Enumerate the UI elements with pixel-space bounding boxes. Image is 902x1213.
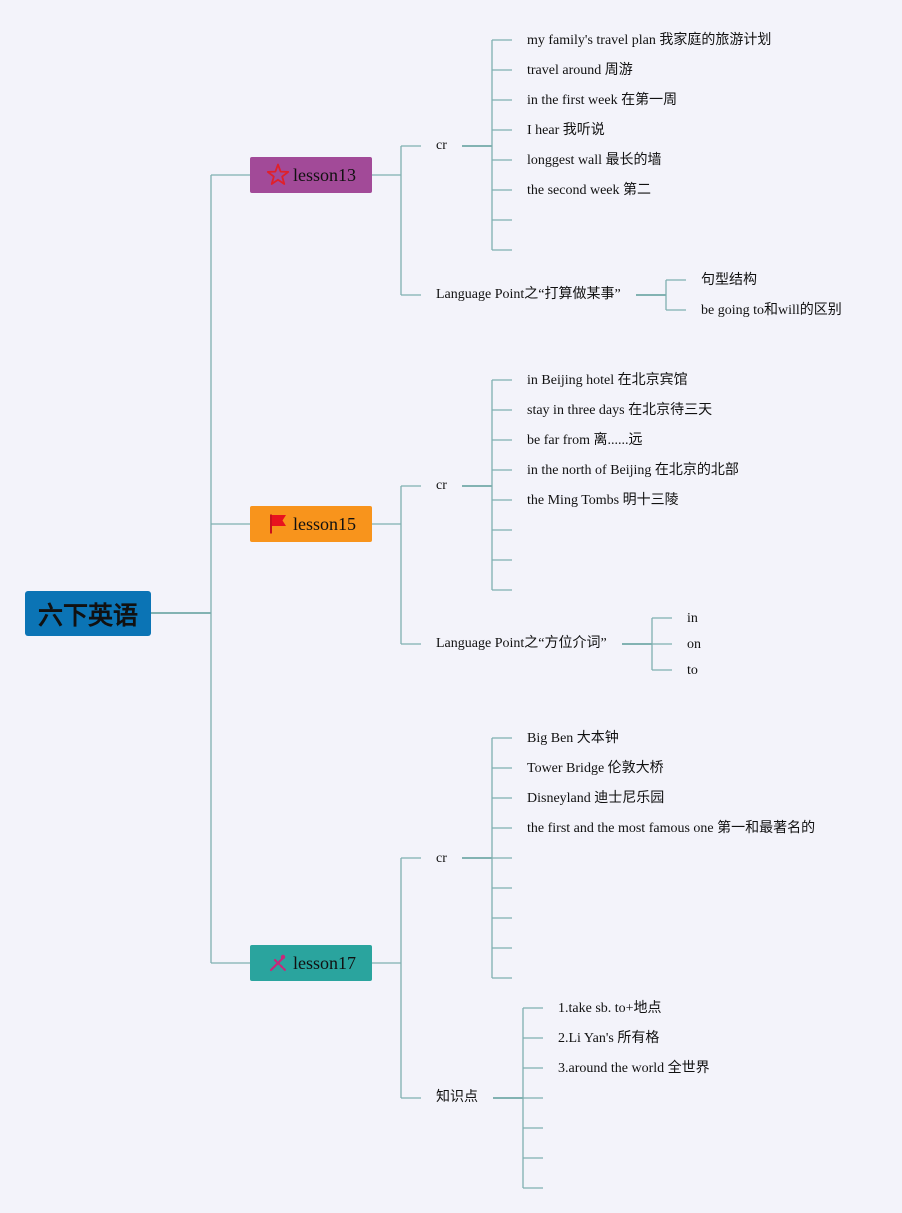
branch-label: lesson17: [293, 952, 356, 973]
subtopic-language-point-lesson15[interactable]: Language Point之“方位介词”: [436, 636, 607, 651]
leaf-item[interactable]: in the north of Beijing 在北京的北部: [527, 463, 739, 478]
leaf-item[interactable]: to: [687, 663, 698, 678]
branch-lesson13[interactable]: lesson13: [250, 157, 372, 193]
tools-icon: [266, 951, 290, 975]
leaf-item[interactable]: I hear 我听说: [527, 123, 605, 138]
leaf-item[interactable]: stay in three days 在北京待三天: [527, 403, 713, 418]
branch-label: lesson13: [293, 164, 356, 185]
leaf-item[interactable]: in the first week 在第一周: [527, 93, 678, 108]
subtopic-cr-lesson17[interactable]: cr: [436, 851, 447, 866]
leaf-item[interactable]: Disneyland 迪士尼乐园: [527, 791, 665, 806]
leaf-item[interactable]: Big Ben 大本钟: [527, 731, 619, 746]
subtopic-language-point-lesson13[interactable]: Language Point之“打算做某事”: [436, 287, 621, 302]
leaf-item[interactable]: on: [687, 637, 701, 652]
leaf-item[interactable]: the Ming Tombs 明十三陵: [527, 493, 679, 508]
leaf-item[interactable]: longgest wall 最长的墙: [527, 153, 662, 168]
branch-label: lesson15: [293, 513, 356, 534]
leaf-item[interactable]: 1.take sb. to+地点: [558, 1001, 662, 1016]
leaf-item[interactable]: the second week 第二: [527, 183, 652, 198]
root-topic[interactable]: 六下英语: [25, 591, 151, 636]
leaf-item[interactable]: 句型结构: [701, 273, 757, 288]
leaf-item[interactable]: Tower Bridge 伦敦大桥: [527, 761, 664, 776]
subtopic-knowledge-points-lesson17[interactable]: 知识点: [436, 1090, 478, 1105]
leaf-item[interactable]: be far from 离......远: [527, 433, 643, 448]
root-topic-label: 六下英语: [37, 600, 138, 630]
leaf-item[interactable]: 3.around the world 全世界: [558, 1061, 710, 1076]
leaf-item[interactable]: in Beijing hotel 在北京宾馆: [527, 373, 688, 388]
branch-lesson15[interactable]: lesson15: [250, 506, 372, 542]
leaf-item[interactable]: in: [687, 611, 698, 626]
leaf-item[interactable]: my family's travel plan 我家庭的旅游计划: [527, 33, 772, 48]
leaf-item[interactable]: 2.Li Yan's 所有格: [558, 1031, 660, 1046]
subtopic-cr-lesson13[interactable]: cr: [436, 138, 447, 153]
branch-lesson17[interactable]: lesson17: [250, 945, 372, 981]
flag-icon: [266, 512, 290, 536]
leaf-item[interactable]: be going to和will的区别: [701, 303, 842, 318]
star-icon: [266, 163, 290, 187]
subtopic-cr-lesson15[interactable]: cr: [436, 478, 447, 493]
leaf-item[interactable]: the first and the most famous one 第一和最著名…: [527, 821, 816, 836]
leaf-item[interactable]: travel around 周游: [527, 63, 633, 78]
